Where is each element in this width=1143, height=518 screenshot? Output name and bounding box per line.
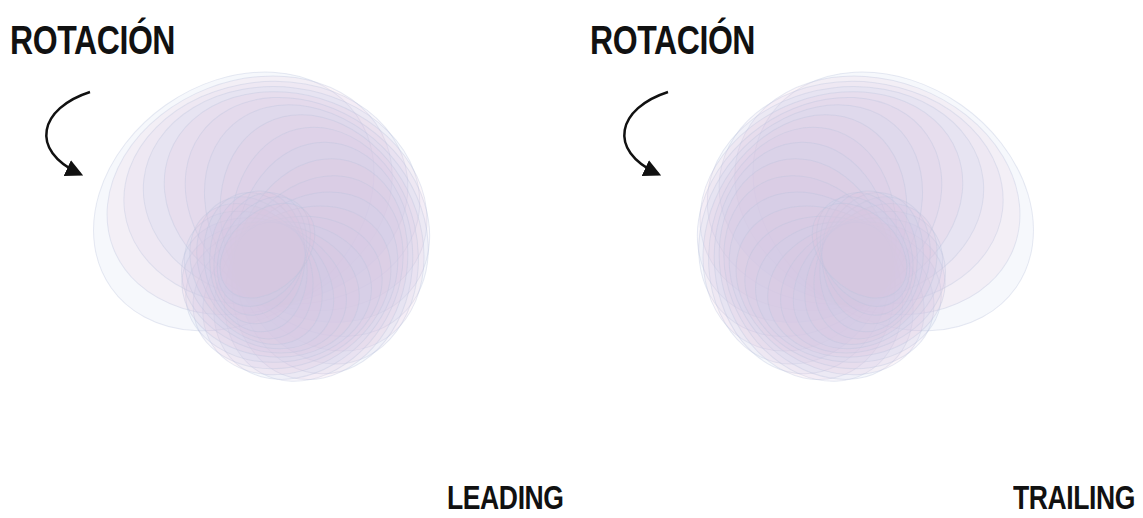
- leading-label: LEADING: [447, 480, 564, 514]
- rotating-ellipse: [692, 155, 951, 416]
- rotating-ellipse: [175, 178, 335, 358]
- ellipse-spiral: [653, 19, 1084, 417]
- rotating-ellipse: [163, 177, 350, 370]
- rotating-ellipse: [704, 171, 956, 409]
- rotation-arrow: [624, 92, 668, 174]
- rotating-ellipse: [171, 171, 423, 409]
- rotation-label: ROTACIÓN: [10, 20, 175, 60]
- rotating-ellipse: [202, 185, 334, 317]
- rotating-ellipse: [794, 185, 926, 317]
- rotation-label: ROTACIÓN: [590, 20, 755, 60]
- rotating-ellipse: [158, 183, 361, 378]
- rotating-ellipse: [792, 178, 952, 358]
- ellipse-spiral: [43, 19, 474, 417]
- rotating-ellipse: [778, 177, 965, 370]
- rotation-arrow: [46, 92, 90, 174]
- rotating-ellipse: [176, 155, 435, 416]
- rotating-ellipse: [766, 183, 969, 378]
- trailing-label: TRAILING: [1013, 480, 1135, 514]
